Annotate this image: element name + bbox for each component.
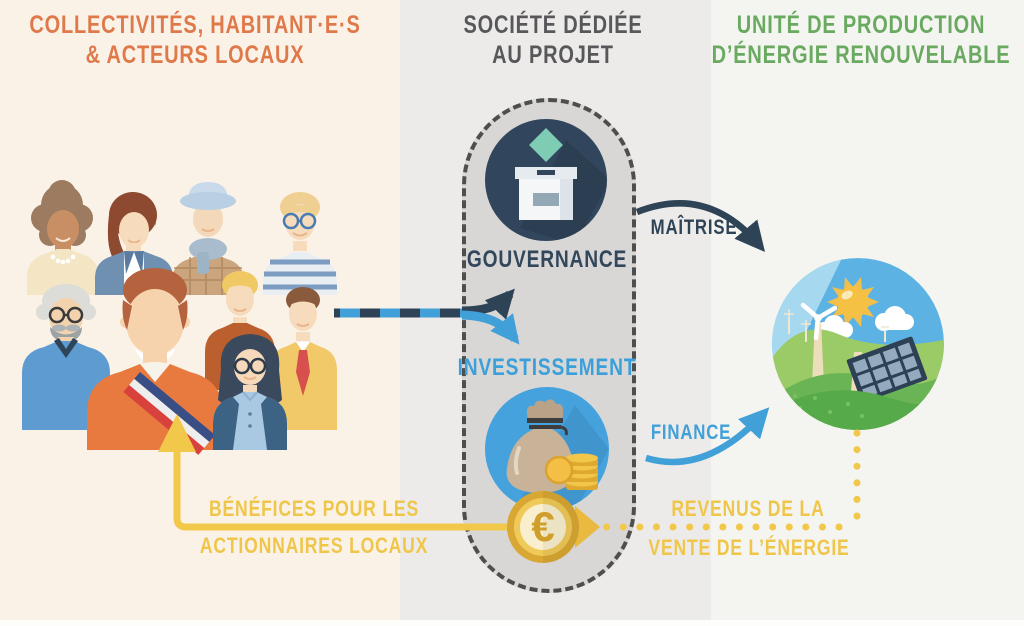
bottom-strip bbox=[0, 620, 1024, 626]
right-section-title: UNITÉ DE PRODUCTION D’ÉNERGIE RENOUVELAB… bbox=[712, 10, 1011, 70]
revenues-dotted-line bbox=[586, 429, 861, 531]
investment-label: INVESTISSEMENT bbox=[457, 354, 637, 381]
community-to-company-arrow bbox=[334, 288, 520, 345]
ballot-box-icon bbox=[485, 119, 607, 241]
wind-turbine-icon bbox=[800, 302, 838, 384]
left-title-line2: & ACTEURS LOCAUX bbox=[85, 41, 305, 69]
maitrise-label: MAÎTRISE bbox=[650, 216, 738, 239]
euro-symbol: € bbox=[531, 503, 554, 550]
left-section-title: COLLECTIVITÉS, HABITANT·E·S & ACTEURS LO… bbox=[29, 10, 360, 70]
maitrise-arrow bbox=[635, 200, 766, 252]
finance-label: FINANCE bbox=[650, 421, 732, 444]
governance-label: GOUVERNANCE bbox=[466, 246, 628, 273]
middle-title-line1: SOCIÉTÉ DÉDIÉE bbox=[463, 11, 643, 39]
left-title-line1: COLLECTIVITÉS, HABITANT·E·S bbox=[29, 11, 361, 39]
benefits-label-line2: ACTIONNAIRES LOCAUX bbox=[199, 533, 429, 558]
benefits-label-line1: BÉNÉFICES POUR LES bbox=[209, 496, 419, 521]
right-title-line1: UNITÉ DE PRODUCTION bbox=[736, 11, 986, 39]
coin-stack-icon bbox=[544, 453, 598, 490]
people-group-icon bbox=[22, 180, 337, 455]
small-turbines bbox=[784, 309, 889, 342]
sun-icon bbox=[827, 277, 879, 327]
person-curly-woman bbox=[27, 180, 99, 295]
middle-section-title: SOCIÉTÉ DÉDIÉE AU PROJET bbox=[463, 10, 642, 70]
money-bag-icon bbox=[485, 387, 609, 511]
solar-panel-icon bbox=[846, 336, 928, 403]
right-title-line2: D’ÉNERGIE RENOUVELABLE bbox=[711, 41, 1011, 69]
middle-title-line2: AU PROJET bbox=[492, 41, 614, 69]
revenues-label-line1: REVENUS DE LA bbox=[671, 496, 825, 521]
renewable-energy-icon bbox=[772, 258, 944, 430]
finance-arrow bbox=[645, 407, 770, 466]
euro-coin-icon: € bbox=[507, 491, 600, 563]
person-navy-hair-woman bbox=[213, 334, 287, 450]
revenues-label-line2: VENTE DE L’ÉNERGIE bbox=[648, 535, 850, 560]
person-blond-glasses-man bbox=[263, 192, 337, 295]
benefits-arrow bbox=[158, 414, 548, 531]
person-tie-man bbox=[269, 287, 337, 430]
